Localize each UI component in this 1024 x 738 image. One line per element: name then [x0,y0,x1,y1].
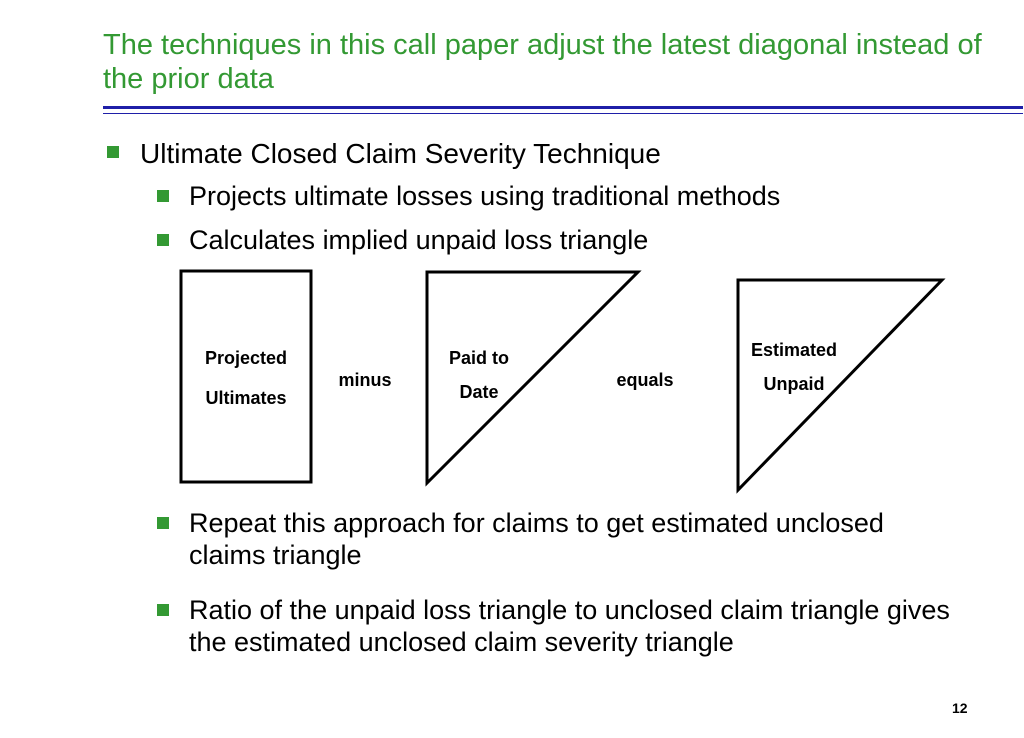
bullet-square-icon [157,234,169,246]
bullet-sub4-text: Ratio of the unpaid loss triangle to unc… [189,595,950,657]
page-number: 12 [952,700,968,716]
box-label-line1: Projected [204,348,288,368]
bullet-square-icon [107,146,119,158]
triangle2-label-line1: Estimated [750,340,838,360]
bullet-sub1-text: Projects ultimate losses using tradition… [189,181,781,211]
bullet-sub3-text: Repeat this approach for claims to get e… [189,508,884,570]
box-label-line2: Ultimates [205,388,287,408]
bullet-square-icon [157,604,169,616]
minus-operator: minus [338,370,392,390]
bullet-level1-text: Ultimate Closed Claim Severity Technique [140,138,661,169]
equals-operator: equals [616,370,674,390]
bullet-square-icon [157,190,169,202]
paid-to-date-triangle [425,270,642,487]
slide-title: The techniques in this call paper adjust… [103,29,982,95]
projected-ultimates-box [179,269,313,484]
bullet-sub2-text: Calculates implied unpaid loss triangle [189,225,649,255]
title-rule-thin [103,113,1023,114]
triangle1-label-line1: Paid to [448,348,509,368]
bullet-square-icon [157,517,169,529]
triangle2-label-line2: Unpaid [763,374,825,394]
title-rule-thick [103,106,1023,109]
triangle1-label-line2: Date [459,382,499,402]
estimated-unpaid-triangle [736,278,946,494]
